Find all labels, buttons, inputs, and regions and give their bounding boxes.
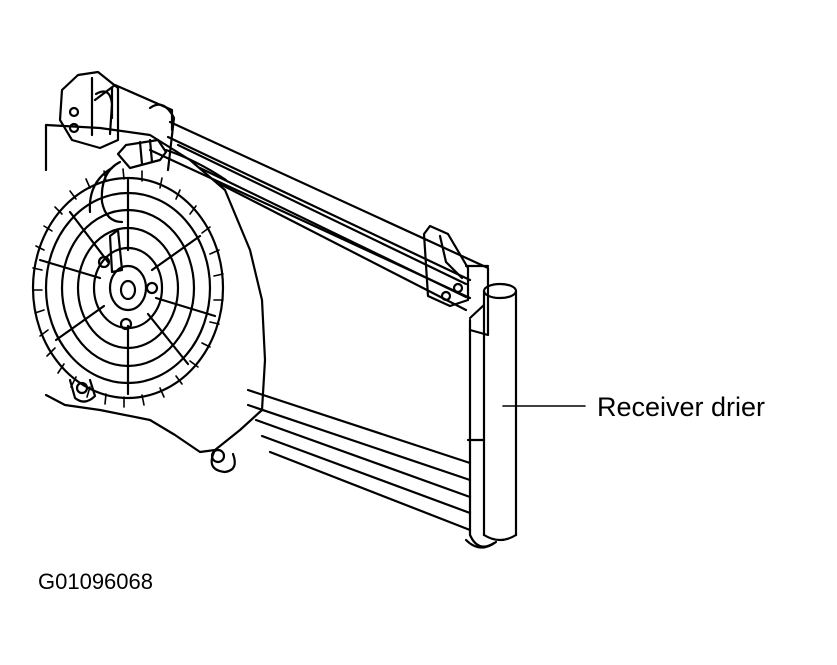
receiver-drier-label: Receiver drier [597, 392, 766, 422]
figure-id: G01096068 [38, 569, 153, 594]
fan-guard [31, 176, 225, 400]
upper-mount-bracket-right [422, 224, 490, 308]
fan-blade-ribs [32, 168, 224, 408]
condenser-core [148, 120, 490, 532]
upper-mount-bracket-left [58, 70, 120, 150]
fan-shroud [44, 103, 267, 474]
receiver-drier [464, 282, 518, 549]
fan-motor-hub [97, 228, 159, 331]
